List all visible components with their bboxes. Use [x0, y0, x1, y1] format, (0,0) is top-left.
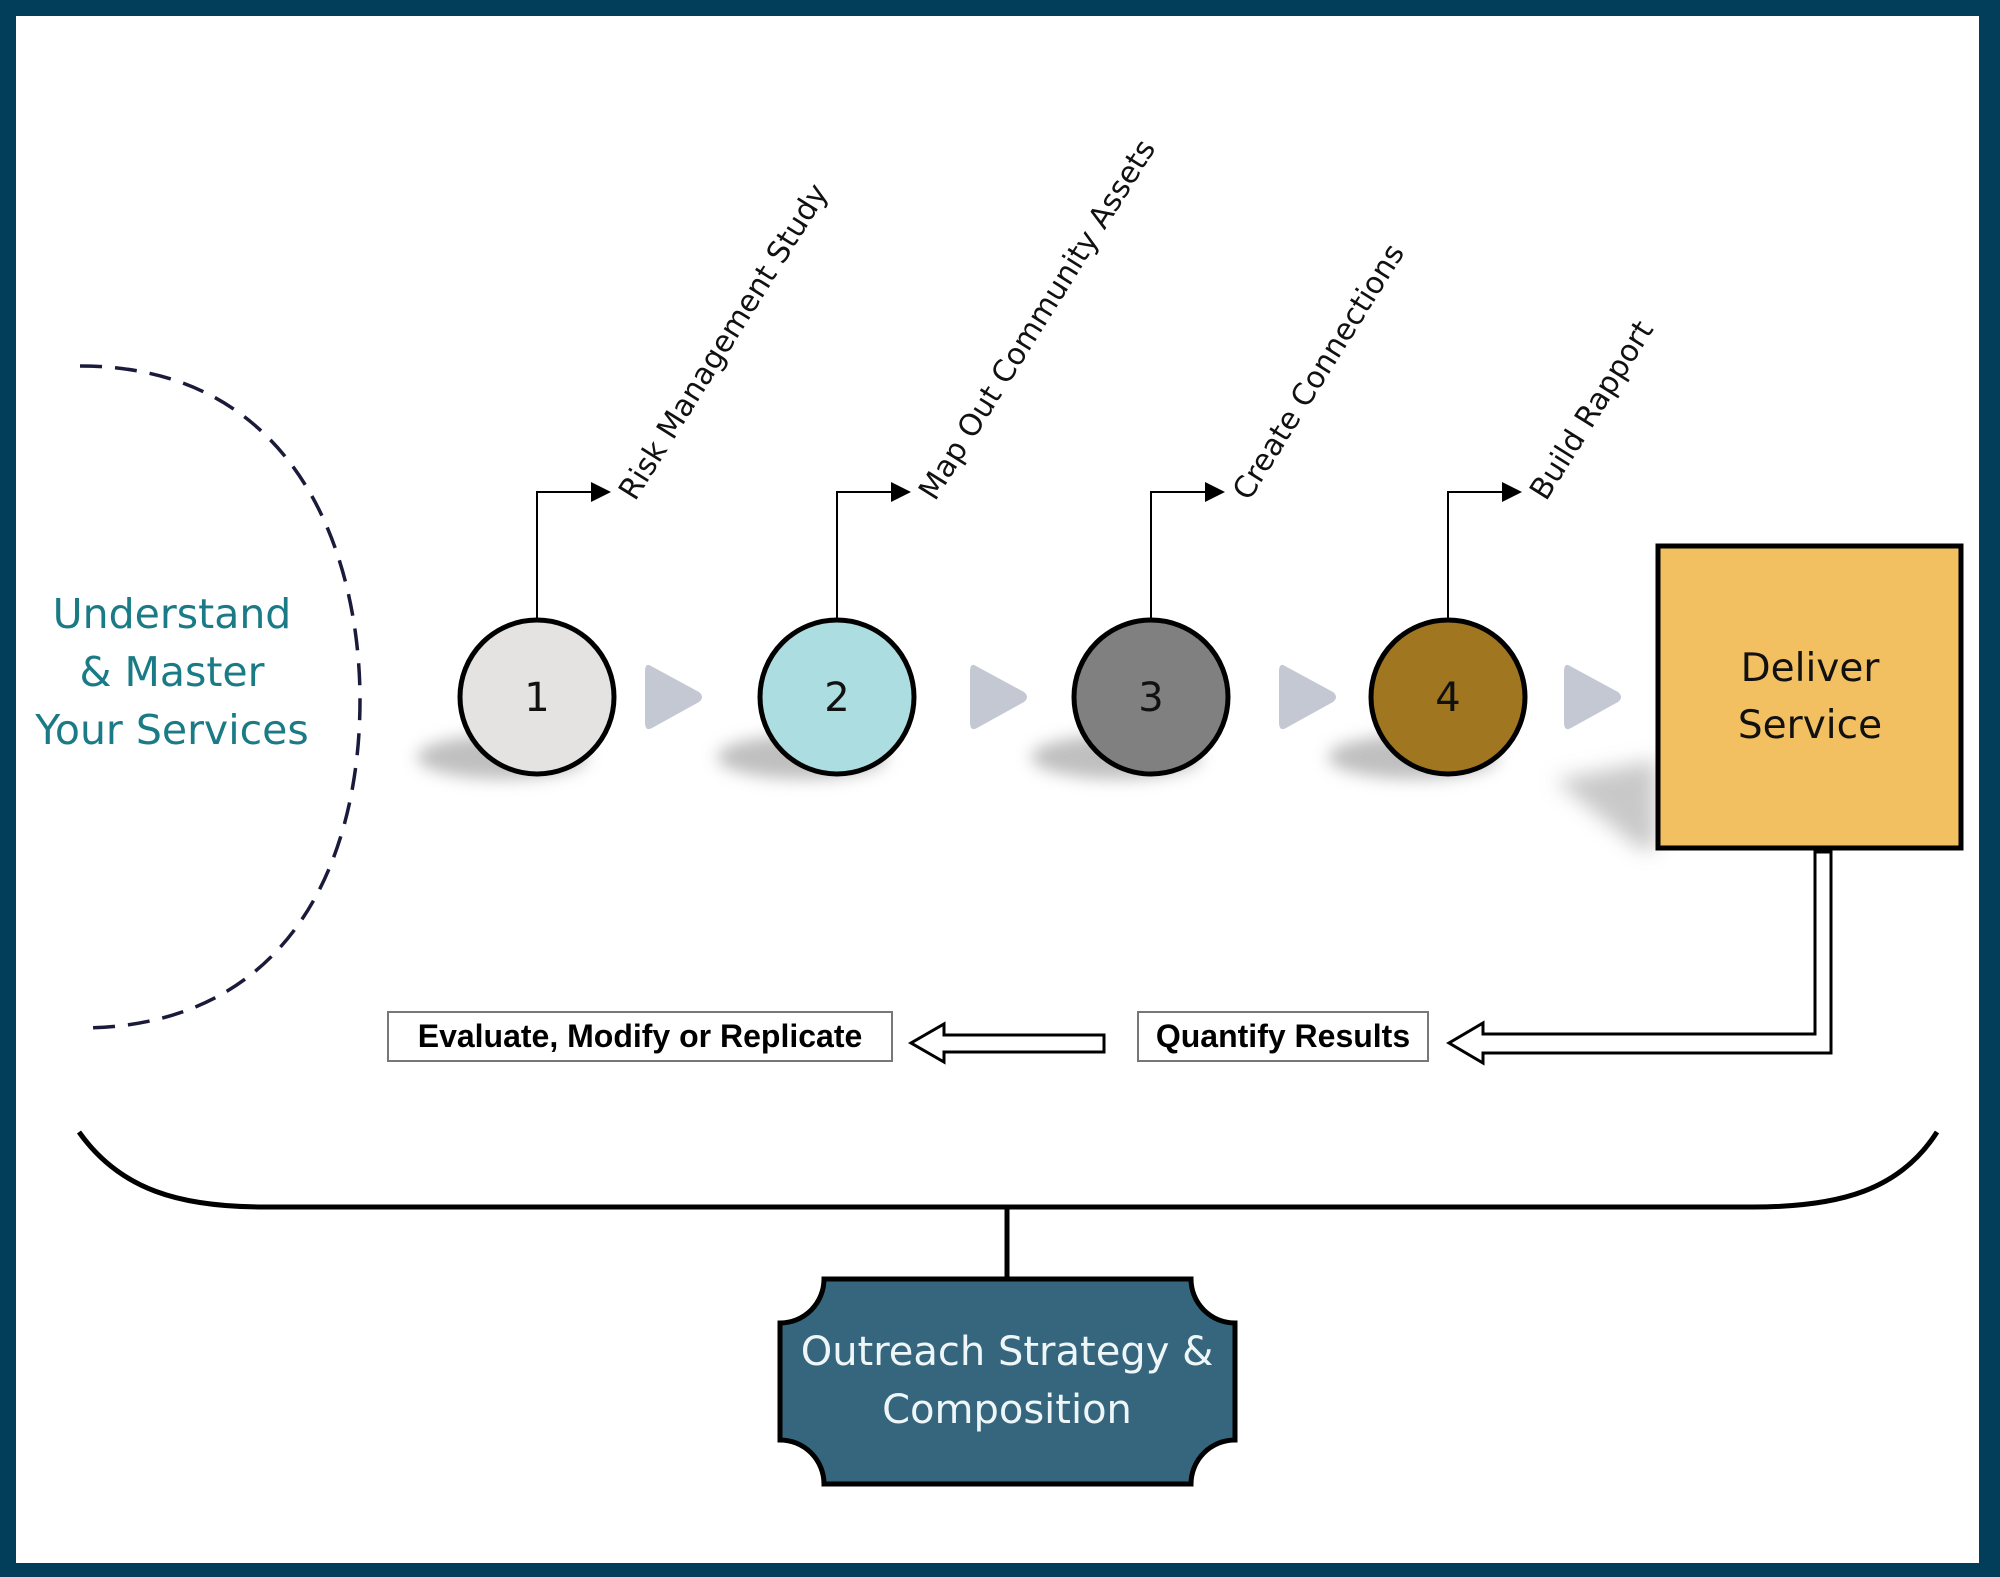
step-number: 1: [524, 675, 549, 721]
hollow-arrow-to-quantify: [1446, 850, 1833, 1066]
bottom-bracket: [76, 1130, 1940, 1210]
step-label: Map Out Community Assets: [912, 134, 1163, 507]
step-4: 4 Build Rapport: [1328, 315, 1661, 779]
step-circle[interactable]: [757, 617, 917, 777]
plaque-line-1: Outreach Strategy &: [801, 1329, 1214, 1375]
step-flow-arrow-icon: [645, 664, 702, 730]
dashed-arc: [79, 364, 362, 1030]
step-flow-arrow-icon: [1564, 664, 1621, 730]
step-number: 4: [1435, 675, 1460, 721]
step-flow-arrow-icon: [1279, 664, 1336, 730]
step-circle[interactable]: [457, 617, 617, 777]
step-arrows: [645, 664, 1621, 730]
step-connector-arrow: [1150, 482, 1225, 620]
deliver-line-1: Deliver: [1741, 646, 1881, 691]
plaque-line-2: Composition: [882, 1387, 1132, 1433]
step-label: Risk Management Study: [612, 178, 835, 507]
outreach-plaque[interactable]: [777, 1276, 1238, 1487]
step-connector-arrow: [536, 482, 611, 620]
quantify-results-label: Quantify Results: [1156, 1018, 1410, 1054]
step-number: 3: [1138, 675, 1163, 721]
step-flow-arrow-icon: [970, 664, 1027, 730]
evaluate-box[interactable]: [387, 1011, 893, 1062]
step-3: 3 Create Connections: [1031, 238, 1412, 779]
understand-master-label: Understand & Master Your Services: [34, 590, 308, 754]
step-label: Build Rapport: [1523, 315, 1661, 507]
steps-group: 1 Risk Management Study 2 Map Out Community…: [417, 134, 1661, 779]
step-label: Create Connections: [1226, 238, 1412, 506]
understand-line-2: & Master: [79, 648, 264, 696]
step-circle[interactable]: [1071, 617, 1231, 777]
understand-line-1: Understand: [53, 590, 292, 638]
deliver-service-box[interactable]: [1655, 543, 1964, 851]
evaluate-label: Evaluate, Modify or Replicate: [418, 1018, 863, 1054]
step-connector-arrow: [1447, 482, 1522, 620]
understand-line-3: Your Services: [34, 706, 308, 754]
step-connector-arrow: [836, 482, 911, 620]
deliver-box-shadow: [1555, 760, 1656, 849]
step-number: 2: [824, 675, 849, 721]
quantify-results-box[interactable]: [1137, 1011, 1429, 1062]
deliver-line-2: Service: [1738, 703, 1882, 748]
hollow-arrow-to-evaluate: [907, 1021, 1106, 1065]
step-circle[interactable]: [1368, 617, 1528, 777]
